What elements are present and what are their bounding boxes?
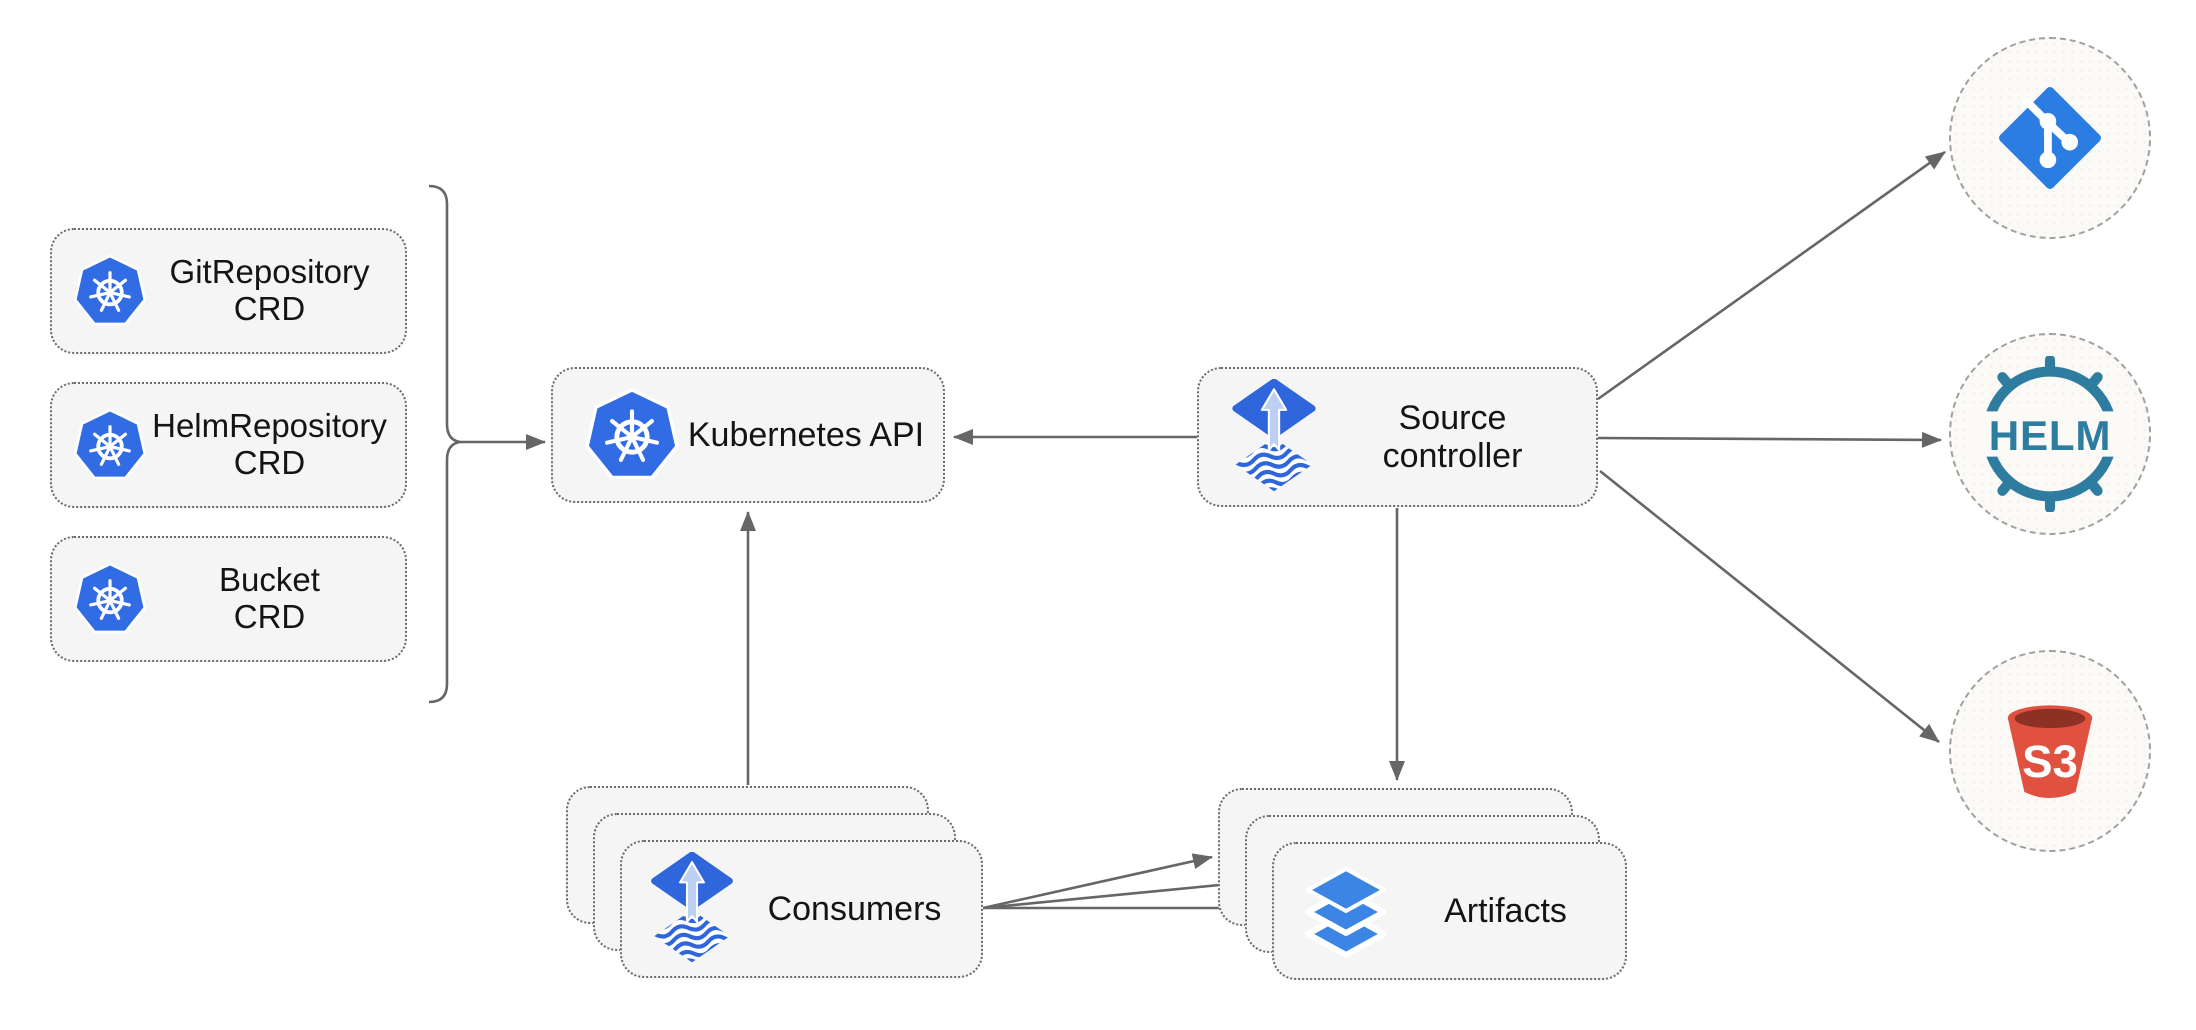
s3-wordmark: S3 xyxy=(2022,736,2078,787)
arrow-source-controller-to-git xyxy=(1597,150,1946,401)
flux-source-icon xyxy=(1227,379,1321,495)
helm-icon: HELM xyxy=(1972,356,2128,512)
arrow-source-controller-to-helm xyxy=(1597,431,1942,448)
node-helm-endpoint: HELM xyxy=(1949,333,2151,535)
gitrepository-crd-label: GitRepository CRD xyxy=(169,253,370,327)
source-controller-label: Source controller xyxy=(1382,398,1523,475)
node-gitrepository-crd: GitRepository CRD xyxy=(50,228,407,354)
kubernetes-api-label: Kubernetes API xyxy=(687,415,925,454)
kubernetes-icon xyxy=(72,407,148,483)
arrow-consumers-to-artifacts-2 xyxy=(982,876,1241,910)
kubernetes-icon xyxy=(72,561,148,637)
node-artifacts-stack: Artifacts xyxy=(1218,788,1627,980)
arrow-source-controller-to-s3 xyxy=(1599,469,1940,744)
node-consumers-stack: Consumers xyxy=(566,786,983,978)
node-helmrepository-crd: HelmRepository CRD xyxy=(50,382,407,508)
artifacts-layers-icon xyxy=(1296,861,1396,961)
node-consumers: Consumers xyxy=(620,840,983,978)
helmrepository-crd-label: HelmRepository CRD xyxy=(152,407,387,481)
crd-group-brace xyxy=(428,184,461,704)
node-source-controller: Source controller xyxy=(1197,367,1598,507)
flux-consumer-icon xyxy=(646,852,738,966)
arrow-consumers-to-artifacts-1 xyxy=(982,853,1213,910)
kubernetes-icon xyxy=(583,386,681,484)
artifacts-label: Artifacts xyxy=(1444,891,1567,930)
node-artifacts: Artifacts xyxy=(1272,842,1627,980)
git-icon xyxy=(1998,86,2102,190)
node-s3-endpoint: S3 xyxy=(1949,650,2151,852)
kubernetes-icon xyxy=(72,253,148,329)
bucket-crd-label: Bucket CRD xyxy=(219,561,320,635)
helm-wordmark: HELM xyxy=(1989,412,2111,459)
consumers-label: Consumers xyxy=(767,889,942,928)
s3-bucket-icon: S3 xyxy=(1993,694,2107,808)
node-kubernetes-api: Kubernetes API xyxy=(551,367,945,503)
node-git-endpoint xyxy=(1949,37,2151,239)
node-bucket-crd: Bucket CRD xyxy=(50,536,407,662)
